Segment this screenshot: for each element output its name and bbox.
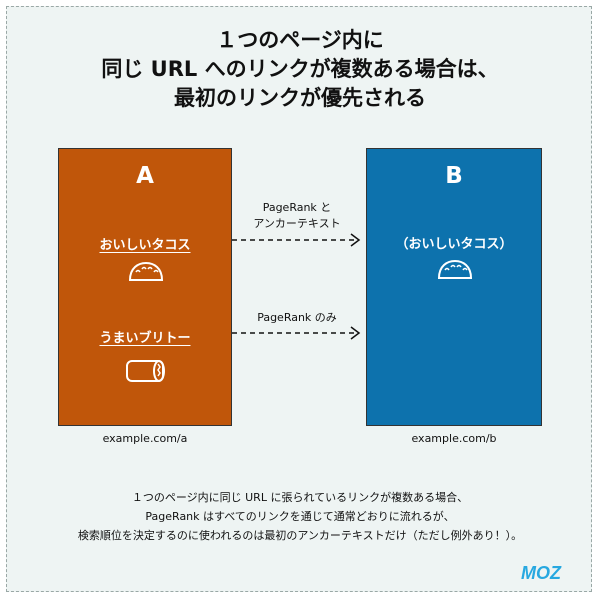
arrow-1	[232, 233, 361, 247]
explanation-note: １つのページ内に同じ URL に張られているリンクが複数ある場合、 PageRa…	[0, 488, 600, 545]
page-b-anchor-text: （おいしいタコス）	[395, 237, 513, 252]
arrow-2	[232, 326, 361, 340]
moz-logo: MOZ	[521, 563, 561, 583]
title-line-1: １つのページ内に	[216, 28, 384, 52]
arrow-1-label: PageRank と アンカーテキスト	[232, 200, 362, 232]
arrow-2-label: PageRank のみ	[257, 311, 337, 324]
note-line-1: １つのページ内に同じ URL に張られているリンクが複数ある場合、	[131, 491, 469, 504]
burrito-icon	[126, 360, 165, 382]
page-a-box: A おいしいタコス うまいブリトー	[58, 148, 232, 426]
page-b-url: example.com/b	[411, 432, 497, 445]
title-line-3: 最初のリンクが優先される	[174, 86, 426, 110]
page-b-box: B （おいしいタコス）	[366, 148, 542, 426]
note-line-2: PageRank はすべてのリンクを通じて通常どおりに流れるが、	[145, 510, 455, 523]
arrow-1-label-line-2: アンカーテキスト	[253, 217, 341, 230]
diagram-title: １つのページ内に 同じ URL へのリンクが複数ある場合は、 最初のリンクが優先…	[0, 26, 600, 113]
title-line-2: 同じ URL へのリンクが複数ある場合は、	[101, 57, 499, 81]
taco-icon	[437, 259, 473, 279]
page-a-url: example.com/a	[102, 432, 188, 445]
page-a-link-burritos[interactable]: うまいブリトー	[99, 331, 191, 346]
page-a-letter: A	[136, 163, 154, 189]
page-b-letter: B	[445, 163, 463, 189]
page-a-link-tacos[interactable]: おいしいタコス	[99, 238, 191, 253]
taco-icon	[128, 261, 164, 281]
arrow-1-label-line-1: PageRank と	[262, 201, 332, 214]
note-line-3: 検索順位を決定するのに使われるのは最初のアンカーテキストだけ（ただし例外あり！）…	[77, 529, 523, 542]
